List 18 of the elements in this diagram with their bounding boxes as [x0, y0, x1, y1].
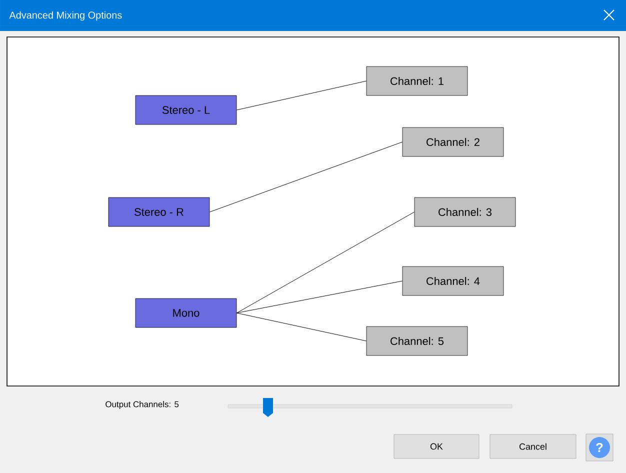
- slider-label: Output Channels: 5: [106, 401, 179, 409]
- source-box: Stereo - L: [135, 95, 237, 125]
- help-button: ?: [586, 434, 614, 462]
- source-box: Mono: [135, 298, 237, 328]
- source-box: Stereo - R: [108, 197, 210, 227]
- channel-box: Channel: 3: [414, 197, 516, 227]
- channel-box: Channel: 1: [366, 66, 468, 96]
- channel-box: Channel: 2: [402, 127, 504, 157]
- channel-box: Channel: 5: [366, 326, 468, 356]
- window-title: Advanced Mixing Options: [9, 11, 122, 21]
- connector-line: [236, 312, 367, 342]
- connector-line: [236, 80, 367, 110]
- channel-box: Channel: 4: [402, 266, 504, 296]
- connector-line: [236, 212, 415, 314]
- connector-line: [236, 280, 403, 314]
- cancel-button: Cancel: [490, 434, 576, 459]
- ok-button: OK: [394, 434, 480, 459]
- connector-line: [209, 142, 403, 212]
